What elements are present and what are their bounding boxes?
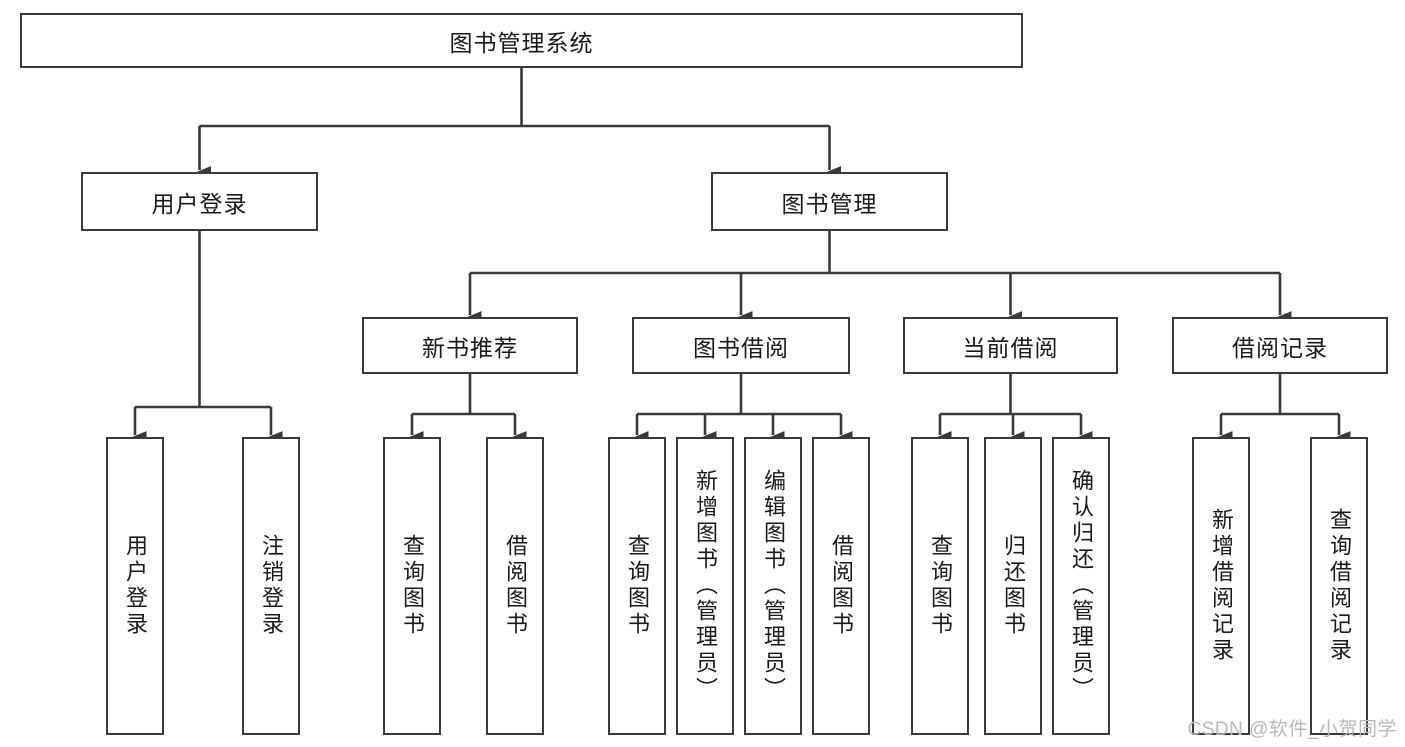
node-label: 查询借阅记录 [1327,508,1352,664]
node-leaf-logout[interactable]: 注销登录 [242,437,300,735]
watermark-text: CSDN @软件_小贺同学 [1187,719,1397,740]
node-label: 图书借阅 [693,334,789,361]
node-leaf-confirm-return[interactable]: 确认归还（管理员） [1052,437,1110,735]
node-leaf-add-record[interactable]: 新增借阅记录 [1192,437,1250,735]
node-label: 注销登录 [259,534,284,638]
node-leaf-borrow-book-rec[interactable]: 借阅图书 [486,437,544,735]
node-label: 查询图书 [400,534,425,638]
node-label: 当前借阅 [962,334,1059,361]
node-leaf-edit-book[interactable]: 编辑图书（管理员） [744,437,802,735]
node-label: 查询图书 [928,534,953,638]
node-label: 新书推荐 [422,334,518,361]
node-leaf-query-book-cur[interactable]: 查询图书 [911,437,969,735]
node-leaf-query-book-borrow[interactable]: 查询图书 [608,437,666,735]
node-label: 新增借阅记录 [1209,508,1234,664]
node-label: 图书管理系统 [449,29,594,56]
node-label: 用户登录 [123,534,148,638]
node-label: 借阅图书 [503,534,528,638]
node-leaf-query-record[interactable]: 查询借阅记录 [1310,437,1368,735]
node-borrow-record[interactable]: 借阅记录 [1172,317,1388,374]
node-label: 图书管理 [781,190,878,217]
node-label: 归还图书 [1001,534,1026,638]
node-label: 新增图书（管理员） [693,469,718,703]
node-label: 借阅图书 [829,534,854,638]
node-leaf-return-book[interactable]: 归还图书 [984,437,1042,735]
node-leaf-query-book-rec[interactable]: 查询图书 [383,437,441,735]
node-label: 确认归还（管理员） [1069,469,1094,703]
node-user-login[interactable]: 用户登录 [81,172,318,231]
node-label: 借阅记录 [1232,334,1328,361]
node-book-manage[interactable]: 图书管理 [711,172,948,231]
node-label: 查询图书 [625,534,650,638]
node-label: 编辑图书（管理员） [761,469,786,703]
node-label: 用户登录 [151,190,248,217]
node-book-borrow[interactable]: 图书借阅 [632,317,850,374]
node-new-book-rec[interactable]: 新书推荐 [362,317,578,374]
node-current-borrow[interactable]: 当前借阅 [903,317,1118,374]
node-leaf-user-login[interactable]: 用户登录 [106,437,164,735]
node-root[interactable]: 图书管理系统 [20,13,1023,68]
node-leaf-add-book[interactable]: 新增图书（管理员） [676,437,734,735]
node-leaf-borrow-book[interactable]: 借阅图书 [812,437,870,735]
